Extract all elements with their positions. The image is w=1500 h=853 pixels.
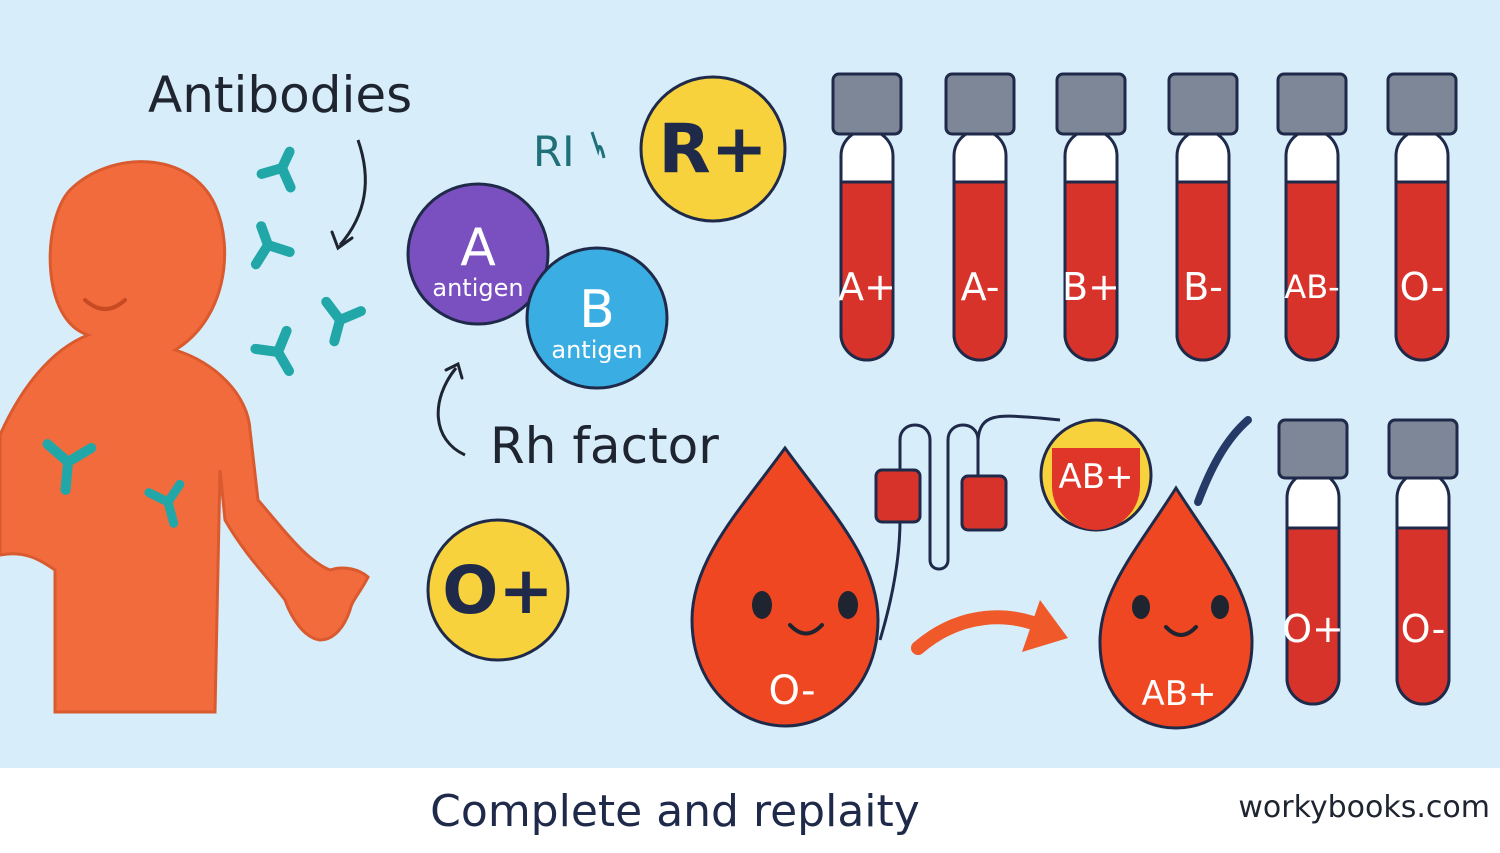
rh-small-label: RI (533, 127, 575, 176)
test-tube: B+ (1055, 72, 1127, 362)
donor-drop-label: O- (768, 668, 815, 714)
antigen-b-letter: B (579, 280, 615, 340)
badge-o-plus-label: O+ (442, 552, 553, 629)
antigen-a-circle (406, 182, 550, 326)
tube-label: A- (961, 265, 1000, 309)
antibody-icon (42, 439, 97, 495)
test-tube: AB- (1276, 72, 1348, 362)
blood-types-illustration: Antibodies RI R+ A antigen B antigen Rh … (0, 0, 1500, 768)
test-tube: A+ (831, 72, 903, 362)
smile-face (1164, 625, 1198, 637)
antibody-icon (250, 221, 295, 270)
curved-arrow (338, 139, 367, 246)
blood-bag (874, 468, 922, 524)
transfer-arrow (911, 600, 1068, 655)
test-tube: O+ (1277, 418, 1349, 706)
eye-icon (1132, 595, 1150, 619)
caption-text: Complete and replaity (430, 786, 920, 837)
rh-factor-label: Rh factor (490, 417, 719, 475)
tube-label: AB- (1284, 268, 1339, 306)
smile-face (788, 623, 824, 636)
transfusion-line (874, 414, 1252, 641)
antigen-b-circle (525, 246, 669, 390)
smile-face (83, 298, 127, 311)
donor-blood-drop: O- (690, 445, 880, 728)
test-tube: A- (944, 72, 1016, 362)
badge-r-plus-label: R+ (658, 110, 767, 189)
eye-icon (1211, 595, 1229, 619)
antibody-icon (250, 325, 294, 377)
tube-label: B- (1183, 265, 1223, 309)
recipient-drop-label: AB+ (1141, 674, 1216, 714)
tube-row-bottom: O+ O- (1277, 418, 1459, 706)
tube-label: O- (1400, 265, 1445, 309)
badge-o-plus (426, 518, 570, 662)
eye-icon (752, 591, 772, 619)
arrow-head (444, 361, 464, 380)
test-tube: O- (1387, 418, 1459, 706)
tube-label: O+ (1282, 607, 1344, 651)
antigen-a-word: antigen (432, 274, 523, 302)
human-body (0, 160, 370, 714)
badge-ab-plus-label: AB+ (1058, 457, 1133, 497)
tube-label: B+ (1062, 265, 1120, 309)
badge-r-plus (639, 75, 787, 223)
recipient-blood-drop: AB+ (1098, 485, 1254, 730)
tube-label: O- (1401, 607, 1446, 651)
antigen-b-word: antigen (551, 336, 642, 364)
antibody-icon (321, 296, 367, 347)
tube-row-top: A+ A- B+ B- AB- (831, 72, 1458, 362)
tube-label: A+ (838, 265, 896, 309)
badge-ab-plus-inner (1052, 448, 1140, 530)
arrow-head (330, 230, 354, 251)
squiggle-mark (590, 131, 606, 159)
antibody-icon (256, 146, 296, 193)
site-watermark[interactable]: workybooks.com (1238, 790, 1490, 825)
curved-arrow (436, 367, 466, 457)
human-figure (0, 160, 370, 714)
footer-bar (0, 768, 1500, 853)
blood-bag (960, 474, 1008, 532)
antigen-a-letter: A (460, 218, 496, 278)
test-tube: O- (1386, 72, 1458, 362)
antibodies-label: Antibodies (148, 66, 412, 124)
antibody-icon (144, 479, 185, 528)
eye-icon (838, 591, 858, 619)
test-tube: B- (1167, 72, 1239, 362)
